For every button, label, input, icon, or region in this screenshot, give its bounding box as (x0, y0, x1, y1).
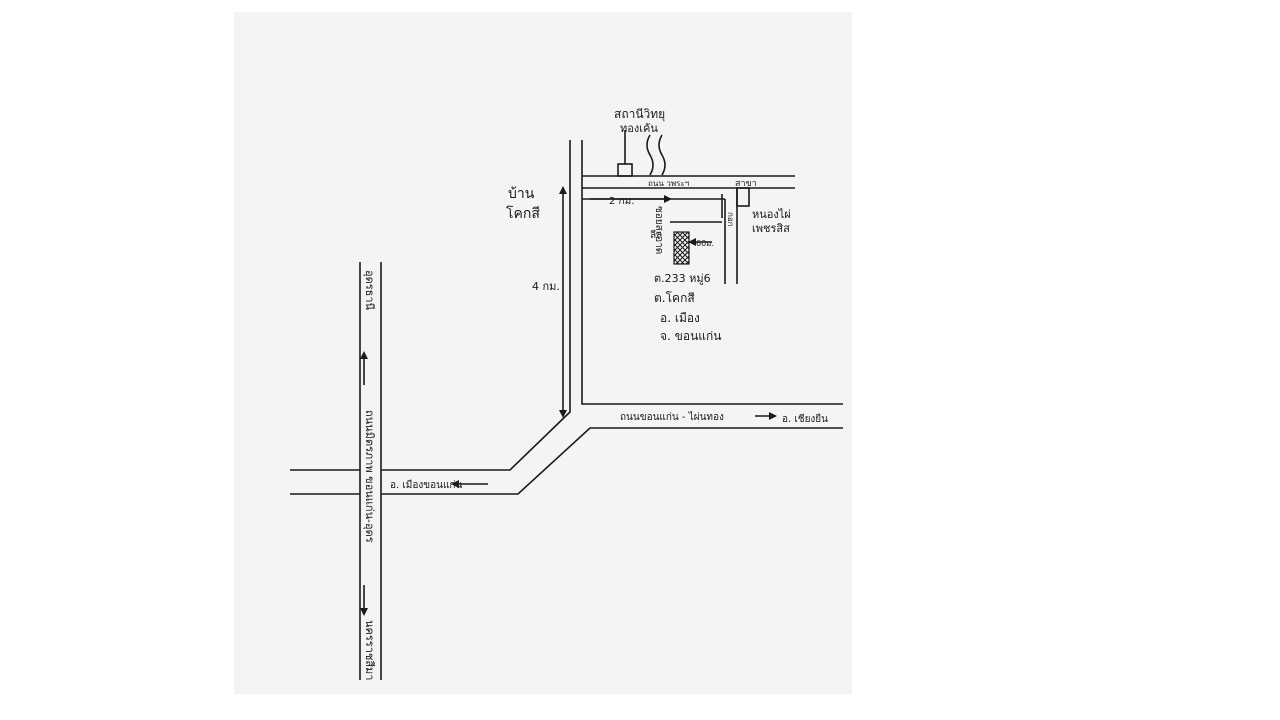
arrowhead-4km-top (559, 186, 567, 194)
site-plot (673, 231, 690, 265)
road-link-bottom (381, 427, 843, 495)
arrowhead-west (451, 480, 459, 488)
address-line-1: ต.233 หมู่6 (654, 272, 711, 285)
arrowhead-east (769, 412, 777, 420)
pond-label-2: เพชรสิส (752, 222, 790, 235)
distance-2km: 2 กม. (609, 196, 634, 207)
address-line-3: อ. เมือง (660, 311, 700, 325)
arrowhead-2km (664, 195, 672, 203)
distance-4km: 4 กม. (532, 280, 560, 293)
pond-marker (736, 187, 750, 207)
road-top-km: สาขา (735, 179, 757, 189)
pond-label-1: หนองไผ่ (752, 208, 791, 221)
arrowhead-60m (688, 238, 696, 246)
village-label-1: บ้าน (508, 186, 535, 202)
station-label-2: ทองเค้น (620, 122, 658, 135)
lane-name: ซอยสะอาด (653, 206, 664, 254)
creek-line-2 (658, 134, 666, 176)
arrowhead-4km-bottom (559, 410, 567, 418)
station-label-1: สถานีวิทยุ (614, 107, 665, 122)
village-label-2: โคกสี (506, 205, 540, 222)
address-line-4: จ. ขอนแก่น (660, 329, 721, 343)
arrowhead-south (360, 608, 368, 616)
highway-mid-label: ถนนมิตรภาพ ขอนแก่น-อุดร (363, 410, 376, 543)
road-top-label: ถนน วพระฯ (648, 179, 689, 188)
distance-side: กอก (726, 212, 735, 227)
road-bottom-label: ถนนขอนแก่น - ไผ่นทอง (620, 411, 724, 423)
lane-name-2: ลีล (650, 229, 662, 241)
arrowhead-north (360, 351, 368, 359)
highway-bottom-label: นครราชสีมา (363, 620, 376, 680)
highway-top-label: อุดรธานี (363, 270, 376, 311)
to-city-label: อ. เมืองขอนแก่น (390, 479, 462, 491)
site-distance: 60ม. (696, 239, 714, 248)
road-link-top (381, 140, 571, 471)
address-line-2: ต.โคกสี (654, 291, 695, 305)
creek-line-1 (646, 134, 654, 176)
station-marker (617, 163, 633, 177)
to-district-label: อ. เชียงยืน (782, 413, 828, 425)
road-inner-edge (581, 140, 843, 405)
map-sheet (234, 12, 852, 694)
